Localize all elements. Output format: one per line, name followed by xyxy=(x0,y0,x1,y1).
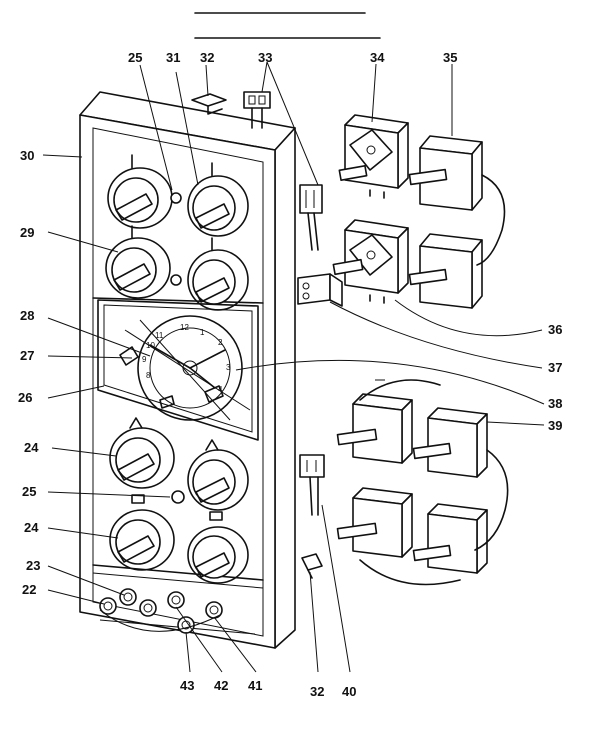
spare-knob-35-upper xyxy=(408,135,483,211)
indicator-light xyxy=(170,274,182,286)
callout-labels: 30 29 25 31 32 33 34 35 36 37 38 39 28 2… xyxy=(18,50,562,699)
group-bracket-39-top xyxy=(359,379,441,401)
clock-numeral: 2 xyxy=(218,338,223,347)
upper-left-knob-2 xyxy=(105,225,171,299)
push-button-row xyxy=(99,588,223,634)
group-bracket-39-right xyxy=(474,449,509,551)
indicator-light xyxy=(171,490,185,504)
callout-25-top: 25 xyxy=(128,50,142,65)
clock-numeral: 9 xyxy=(142,355,147,364)
group-bracket-39-left xyxy=(359,559,461,586)
wire-connector-lower xyxy=(299,454,325,516)
infinite-switch-lower xyxy=(332,219,409,304)
callout-25-lower: 25 xyxy=(22,484,36,499)
callout-39: 39 xyxy=(548,418,562,433)
callout-32-bottom: 32 xyxy=(310,684,324,699)
group-bracket-35 xyxy=(476,174,506,266)
clock-numeral: 4 xyxy=(218,385,223,394)
callout-32-top: 32 xyxy=(200,50,214,65)
callout-31: 31 xyxy=(166,50,180,65)
callout-26: 26 xyxy=(18,390,32,405)
callout-35: 35 xyxy=(443,50,457,65)
clock-numeral: 12 xyxy=(180,323,189,332)
callout-28: 28 xyxy=(20,308,34,323)
callout-30: 30 xyxy=(20,148,34,163)
mounting-clip-lower xyxy=(301,553,323,579)
leader-lines xyxy=(42,61,545,673)
infinite-switch-upper xyxy=(338,114,409,199)
callout-29: 29 xyxy=(20,225,34,240)
lower-left-knob-2 xyxy=(109,494,175,571)
clock-window xyxy=(97,299,259,441)
callout-24-upper: 24 xyxy=(24,440,39,455)
clock-numeral: 11 xyxy=(155,331,164,340)
callout-37: 37 xyxy=(548,360,562,375)
clock-numeral: 1 xyxy=(200,328,205,337)
clock-numeral: 8 xyxy=(146,371,151,380)
callout-36: 36 xyxy=(548,322,562,337)
callout-41: 41 xyxy=(248,678,262,693)
wire-connector-side xyxy=(299,184,323,251)
callout-42: 42 xyxy=(214,678,228,693)
upper-right-knob-1 xyxy=(187,162,249,237)
lower-right-knob-2 xyxy=(187,511,249,584)
lower-left-knob-1 xyxy=(109,417,175,489)
callout-34: 34 xyxy=(370,50,385,65)
clock-numeral: 10 xyxy=(146,341,155,350)
spare-knob-39-3 xyxy=(336,487,413,558)
callout-40: 40 xyxy=(342,684,356,699)
spare-knob-39-4 xyxy=(412,503,488,574)
wire-connector-top xyxy=(243,91,271,129)
upper-right-knob-2 xyxy=(187,237,249,311)
clock-numerals: 11 12 1 2 3 4 8 9 10 xyxy=(142,323,231,394)
callout-38: 38 xyxy=(548,396,562,411)
callout-33: 33 xyxy=(258,50,272,65)
switch-bracket xyxy=(297,273,343,307)
mounting-clip-top xyxy=(191,93,227,115)
callout-24-lower: 24 xyxy=(24,520,39,535)
clock-numeral: 3 xyxy=(226,363,231,372)
indicator-light xyxy=(170,192,182,204)
lower-right-knob-1 xyxy=(187,439,249,511)
spare-knob-39-1 xyxy=(336,393,413,464)
spare-knob-39-2 xyxy=(412,407,488,478)
callout-23: 23 xyxy=(26,558,40,573)
callout-27: 27 xyxy=(20,348,34,363)
spare-knob-35-lower xyxy=(408,233,483,309)
callout-43: 43 xyxy=(180,678,194,693)
callout-22: 22 xyxy=(22,582,36,597)
